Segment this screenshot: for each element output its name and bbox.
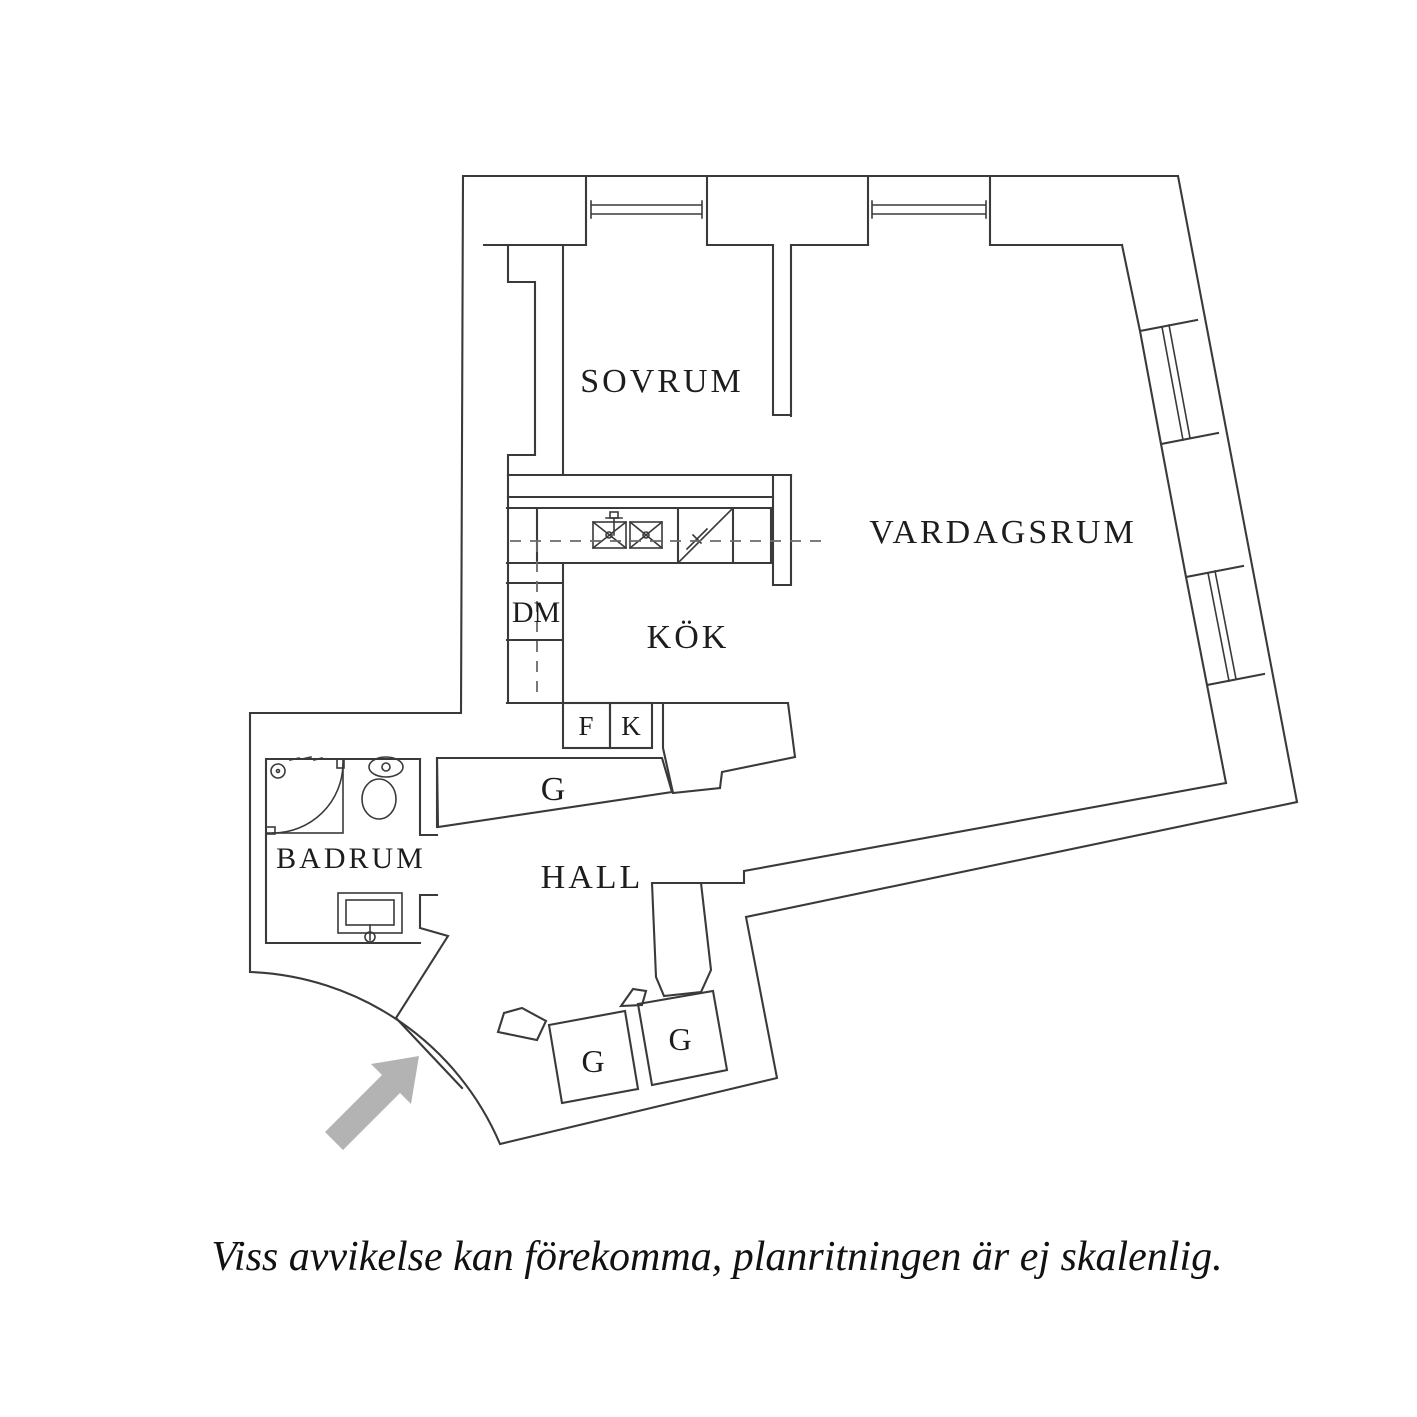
room-label-vardagsrum: VARDAGSRUM [869,514,1136,551]
bottom-wall [699,781,1228,885]
bathroom-sink-icon [337,892,403,943]
shower-icon [265,756,345,835]
disclaimer-caption: Viss avvikelse kan förekomma, planritnin… [211,1234,1222,1280]
label-freezer: K [621,711,641,741]
freezer-box [608,701,654,750]
kitchen-sink-icon [591,511,664,550]
kitchen-wall-chunk [661,701,797,795]
window-icon [1207,570,1237,682]
room-label-kok: KÖK [647,619,730,656]
entrance-door-leaf [394,1016,464,1090]
hall-wall-pier [650,881,713,998]
label-closet-hall: G [541,771,566,808]
outer-wall-outline [248,174,1299,1146]
entrance-arrow-icon [325,1056,419,1150]
right-wall [1120,243,1266,785]
window-icon [871,200,987,219]
bedroom-walls [506,243,793,705]
top-wall [482,174,1124,247]
stove-icon [676,506,735,565]
label-closet-entry-2: G [668,1021,691,1057]
label-dishwasher: DM [512,596,560,629]
room-label-sovrum: SOVRUM [580,363,743,400]
window-icon [1161,324,1191,441]
entry-closets [496,987,729,1105]
label-closet-entry-1: G [581,1043,604,1079]
label-fridge: F [578,711,593,741]
room-label-badrum: BADRUM [276,842,426,875]
room-label-hall: HALL [541,859,644,896]
window-icon [590,200,703,219]
toilet-icon [361,756,404,820]
kitchen-counter [505,506,830,795]
door-threshold [496,1006,548,1042]
